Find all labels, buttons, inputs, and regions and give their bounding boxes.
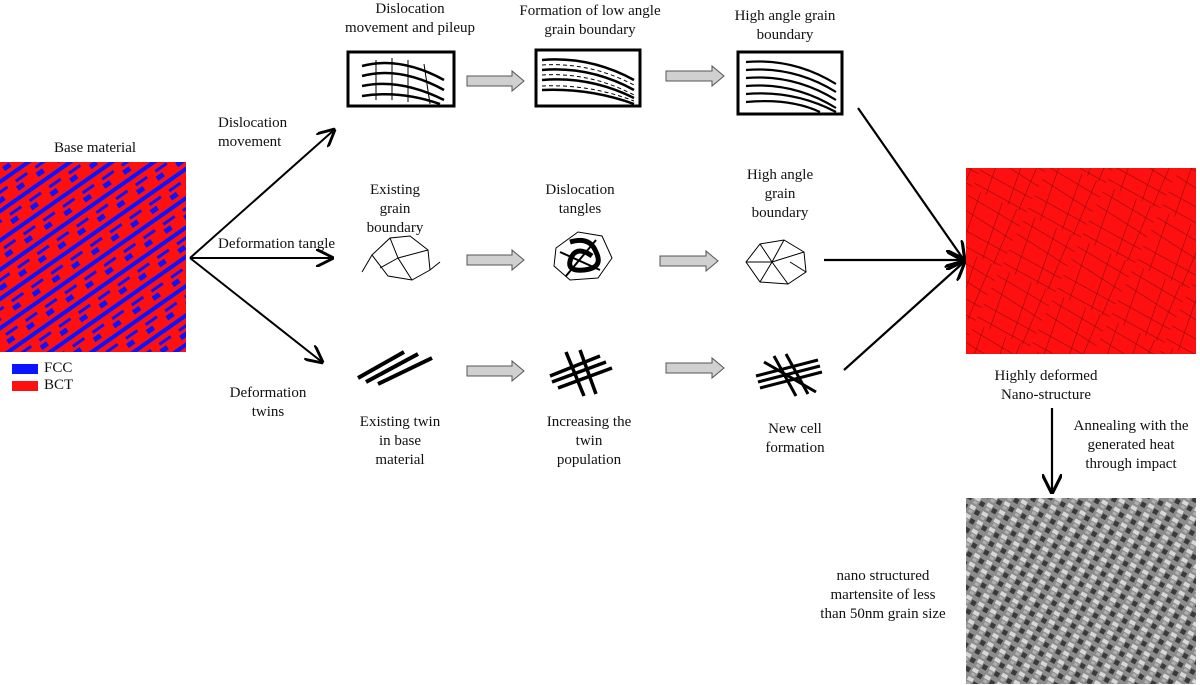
row3-step2-label: Increasing the twin population bbox=[546, 414, 632, 468]
nano-structure-image bbox=[966, 168, 1196, 354]
branch-arrow-down bbox=[189, 257, 322, 362]
martensite-image bbox=[966, 498, 1196, 684]
existing-twin-sketch bbox=[357, 350, 433, 386]
block-arrow-r1b bbox=[665, 64, 725, 88]
legend-bct-swatch bbox=[12, 381, 38, 391]
row3-step3-label: New cell formation bbox=[765, 421, 825, 456]
row1-step1-label: Dislocation movement and pileup bbox=[345, 1, 475, 36]
existing-grain-boundary-sketch bbox=[361, 235, 441, 281]
block-arrow-r3b bbox=[665, 356, 725, 380]
row1-step3-label: High angle grain boundary bbox=[734, 8, 836, 43]
base-material-title: Base material bbox=[53, 140, 137, 156]
result-label: Highly deformed Nano-structure bbox=[994, 368, 1098, 403]
path-label-deformation-tangle: Deformation tangle bbox=[218, 236, 336, 252]
dislocation-pileup-sketch bbox=[346, 50, 456, 108]
row2-step2-label: Dislocation tangles bbox=[545, 182, 615, 217]
final-label: nano structured martensite of less than … bbox=[820, 568, 946, 622]
increasing-twin-sketch bbox=[549, 349, 613, 397]
row1-step2-label: Formation of low angle grain boundary bbox=[519, 3, 661, 38]
path-label-deformation-twins: Deformation twins bbox=[229, 385, 307, 420]
row3-step1-label: Existing twin in base material bbox=[359, 414, 441, 468]
block-arrow-r2a bbox=[466, 248, 525, 272]
base-material-image bbox=[0, 162, 186, 352]
high-angle-grain-boundary-sketch bbox=[745, 239, 807, 285]
new-cell-sketch bbox=[755, 353, 823, 397]
legend-bct-label: BCT bbox=[44, 377, 74, 393]
legend-fcc-swatch bbox=[12, 364, 38, 374]
low-angle-boundary-sketch bbox=[534, 48, 642, 108]
block-arrows bbox=[466, 64, 725, 383]
row2-step3-label: High angle grain boundary bbox=[746, 167, 814, 221]
annealing-label: Annealing with the generated heat throug… bbox=[1073, 418, 1189, 472]
row2-step1-label: Existing grain boundary bbox=[366, 182, 424, 236]
block-arrow-r3a bbox=[466, 359, 525, 383]
converge-arrow-top bbox=[857, 107, 964, 260]
legend-fcc-label: FCC bbox=[44, 360, 73, 376]
dislocation-tangles-sketch bbox=[553, 231, 613, 281]
block-arrow-r2b bbox=[659, 249, 719, 273]
branch-arrow-up bbox=[189, 130, 334, 259]
block-arrow-r1a bbox=[466, 69, 525, 93]
high-angle-boundary-sketch bbox=[736, 50, 844, 116]
converge-arrow-bottom bbox=[843, 262, 964, 371]
path-label-dislocation-movement: Dislocation movement bbox=[218, 115, 288, 150]
